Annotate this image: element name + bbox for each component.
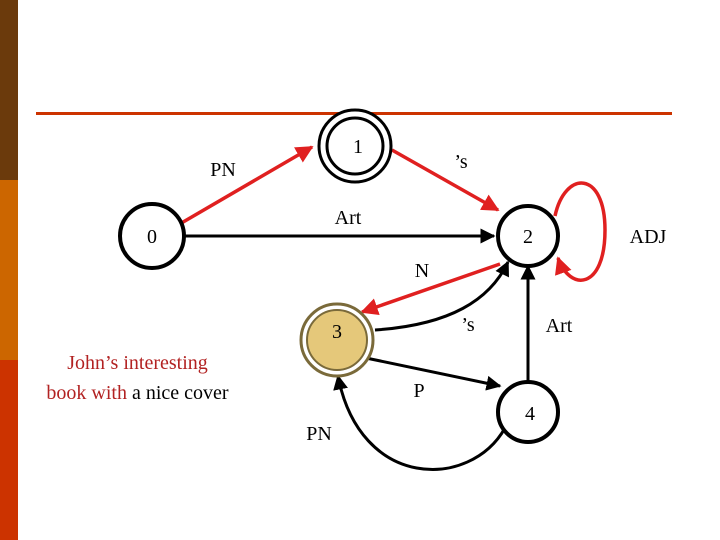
- edge-0-1-pn: [177, 145, 314, 227]
- edge-label-s-top: ’s: [454, 151, 468, 173]
- state-1-label: 1: [353, 136, 363, 158]
- state-4-label: 4: [525, 403, 535, 425]
- state-3-inner-circle: [306, 309, 368, 371]
- state-3-label: 3: [332, 321, 342, 343]
- edge-label-p: P: [413, 380, 424, 402]
- edge-3-4-p: [365, 356, 502, 391]
- edge-4-3-pn: [333, 374, 507, 471]
- side-bar-top: [0, 0, 18, 180]
- state-4-circle: [496, 380, 560, 444]
- example-phrase-part2: book with: [46, 382, 127, 404]
- side-bar-bottom: [0, 360, 18, 540]
- edge-label-art: Art: [335, 207, 362, 229]
- edge-1-2-s: [391, 148, 500, 212]
- edge-2-2-adj: [553, 181, 607, 282]
- state-0-circle: [118, 202, 186, 270]
- edge-label-n: N: [415, 260, 429, 282]
- state-0-label: 0: [147, 226, 157, 248]
- state-2-label: 2: [523, 226, 533, 248]
- example-phrase-part1: John’s interesting: [67, 352, 208, 374]
- side-bar-middle: [0, 180, 18, 360]
- edge-label-art-low: Art: [546, 315, 573, 337]
- edge-3-2-s: [374, 260, 510, 332]
- edge-label-pn-top: PN: [210, 159, 236, 181]
- state-2-circle: [496, 204, 560, 268]
- edge-2-3-n: [360, 262, 501, 316]
- edge-label-s-mid: ’s: [461, 314, 475, 336]
- edge-label-adj: ADJ: [630, 226, 667, 248]
- edge-label-pn-bottom: PN: [306, 423, 332, 445]
- state-1-inner-circle: [325, 116, 385, 176]
- example-phrase: John’s interesting book with a nice cover: [20, 348, 255, 408]
- example-phrase-part3: a nice cover: [126, 382, 229, 404]
